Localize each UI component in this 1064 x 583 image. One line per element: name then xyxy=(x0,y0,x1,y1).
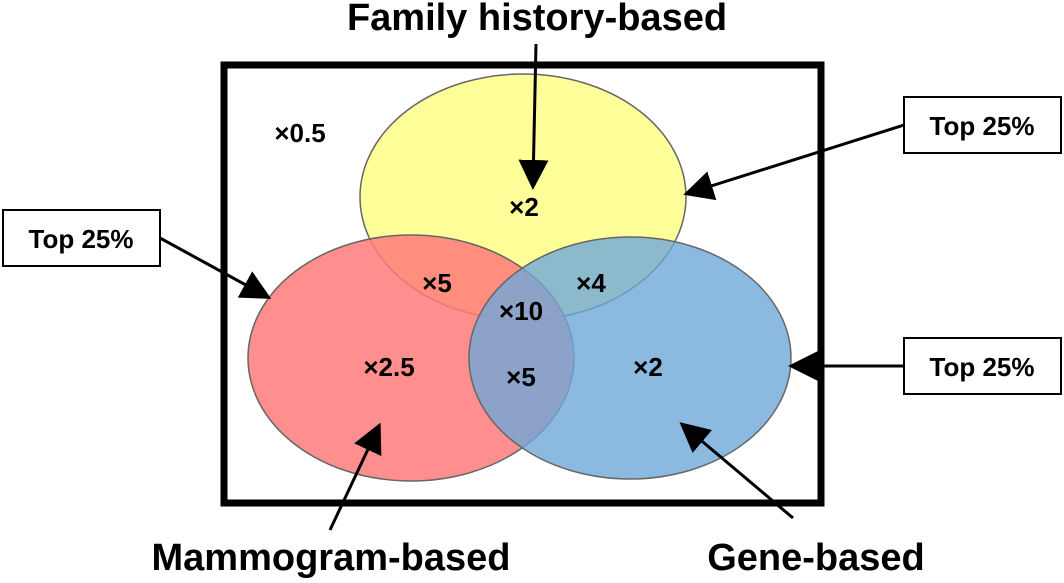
top-25-box-right-label: Top 25% xyxy=(930,352,1035,382)
arrow-mammogram-title xyxy=(328,422,382,531)
top-25-box-left-label: Top 25% xyxy=(29,224,134,254)
family-history-title: Family history-based xyxy=(347,0,727,39)
top-25-box-right: Top 25% xyxy=(903,337,1062,395)
gene-circle xyxy=(468,236,792,480)
arrow-box-top-right xyxy=(683,123,905,201)
mammogram-gene-value: ×5 xyxy=(506,362,536,392)
outside-value: ×0.5 xyxy=(274,118,325,148)
gene-title: Gene-based xyxy=(707,537,925,579)
mammogram-only-value: ×2.5 xyxy=(363,352,414,382)
arrow-box-left xyxy=(159,236,272,299)
all-three-value: ×10 xyxy=(499,296,543,326)
top-25-box-top-right: Top 25% xyxy=(903,96,1062,154)
population-frame xyxy=(220,61,825,507)
arrow-gene-title xyxy=(679,422,794,520)
top-25-box-left: Top 25% xyxy=(2,209,161,267)
family-gene-value: ×4 xyxy=(576,268,606,298)
family-only-value: ×2 xyxy=(509,192,539,222)
top-25-box-top-right-label: Top 25% xyxy=(930,111,1035,141)
mammogram-title: Mammogram-based xyxy=(152,537,511,579)
family-mammogram-value: ×5 xyxy=(422,268,452,298)
arrow-family-title xyxy=(518,43,549,190)
gene-only-value: ×2 xyxy=(633,352,663,382)
